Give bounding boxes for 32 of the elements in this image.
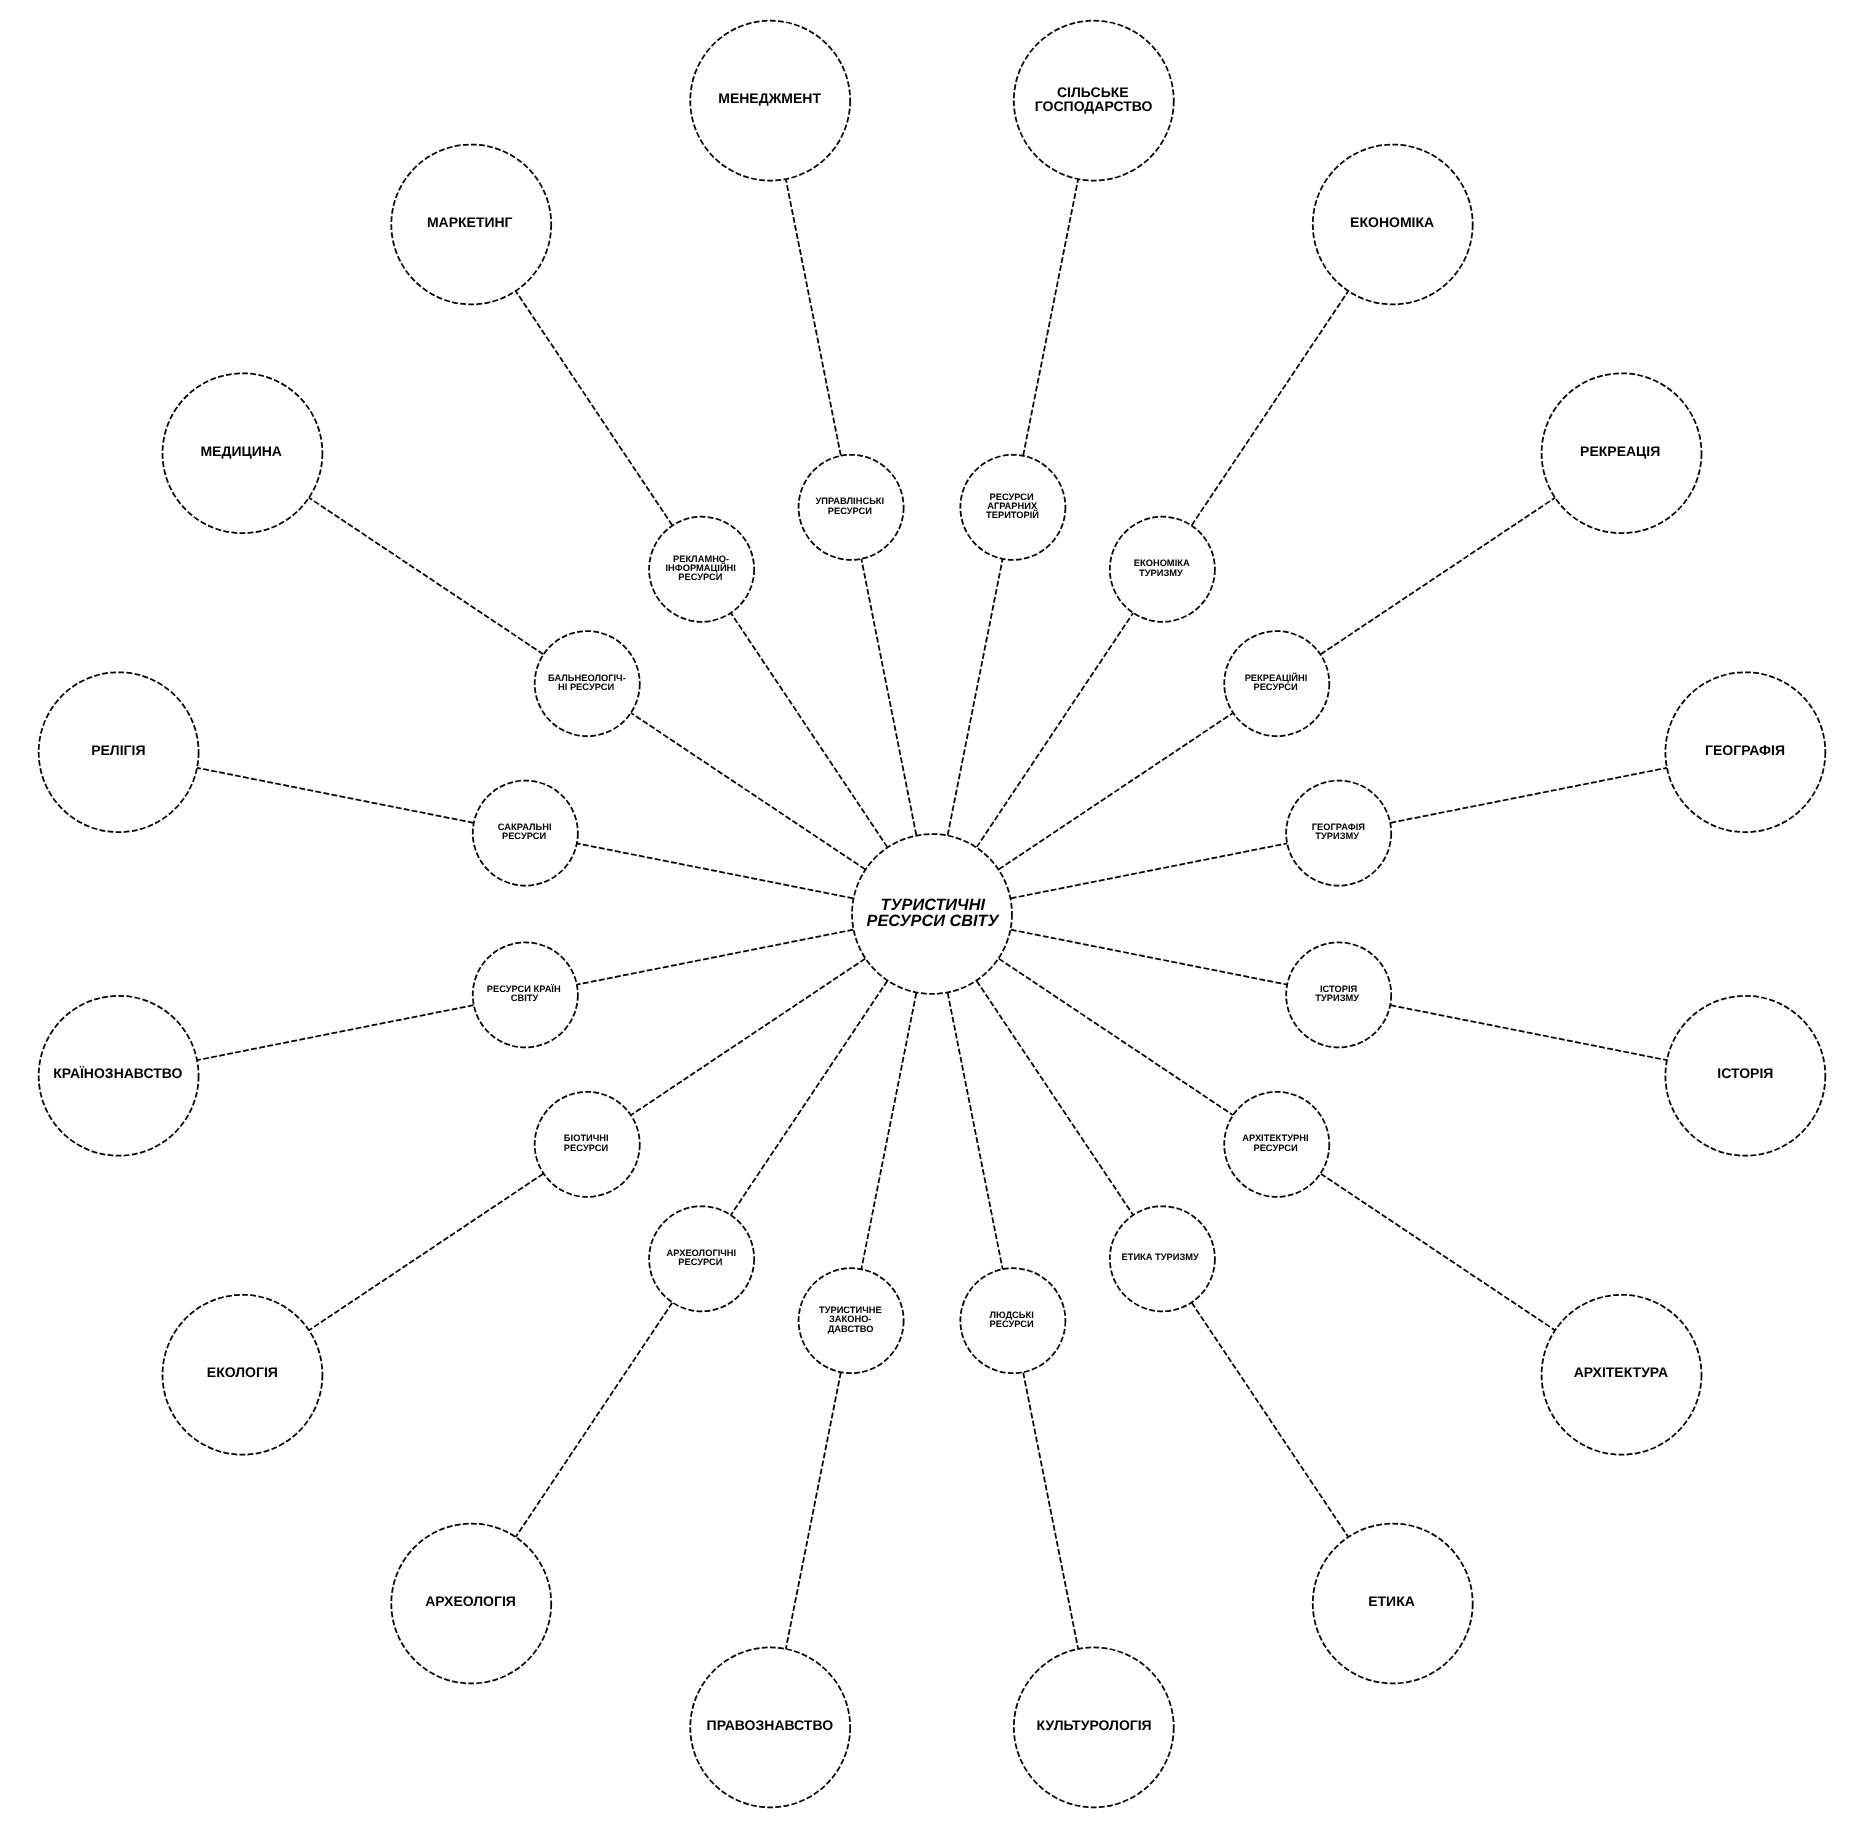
connector xyxy=(1318,1172,1555,1332)
connector xyxy=(783,178,841,457)
connector xyxy=(629,712,865,871)
connector xyxy=(307,496,544,656)
connector xyxy=(1318,496,1555,656)
connector xyxy=(1021,1371,1079,1650)
connector xyxy=(575,928,853,986)
connector xyxy=(945,992,1003,1270)
connector xyxy=(195,766,474,824)
connector xyxy=(859,992,917,1270)
connector xyxy=(1009,928,1287,986)
connector xyxy=(997,712,1233,871)
connector xyxy=(1021,178,1079,457)
connector xyxy=(1189,290,1349,527)
connector xyxy=(629,957,865,1116)
connector xyxy=(945,558,1003,836)
connector xyxy=(1388,1004,1667,1062)
connector xyxy=(974,980,1133,1216)
connector xyxy=(195,1004,474,1062)
connector xyxy=(729,980,888,1216)
connector xyxy=(513,1301,673,1538)
connector xyxy=(783,1371,841,1650)
connector xyxy=(997,957,1233,1116)
connector xyxy=(513,290,673,527)
connector xyxy=(575,842,853,900)
connector xyxy=(1189,1301,1349,1538)
connector xyxy=(729,612,888,848)
connector xyxy=(974,612,1133,848)
connector xyxy=(1388,766,1667,824)
connector xyxy=(859,558,917,836)
connector xyxy=(1009,842,1287,900)
connector xyxy=(307,1172,544,1332)
